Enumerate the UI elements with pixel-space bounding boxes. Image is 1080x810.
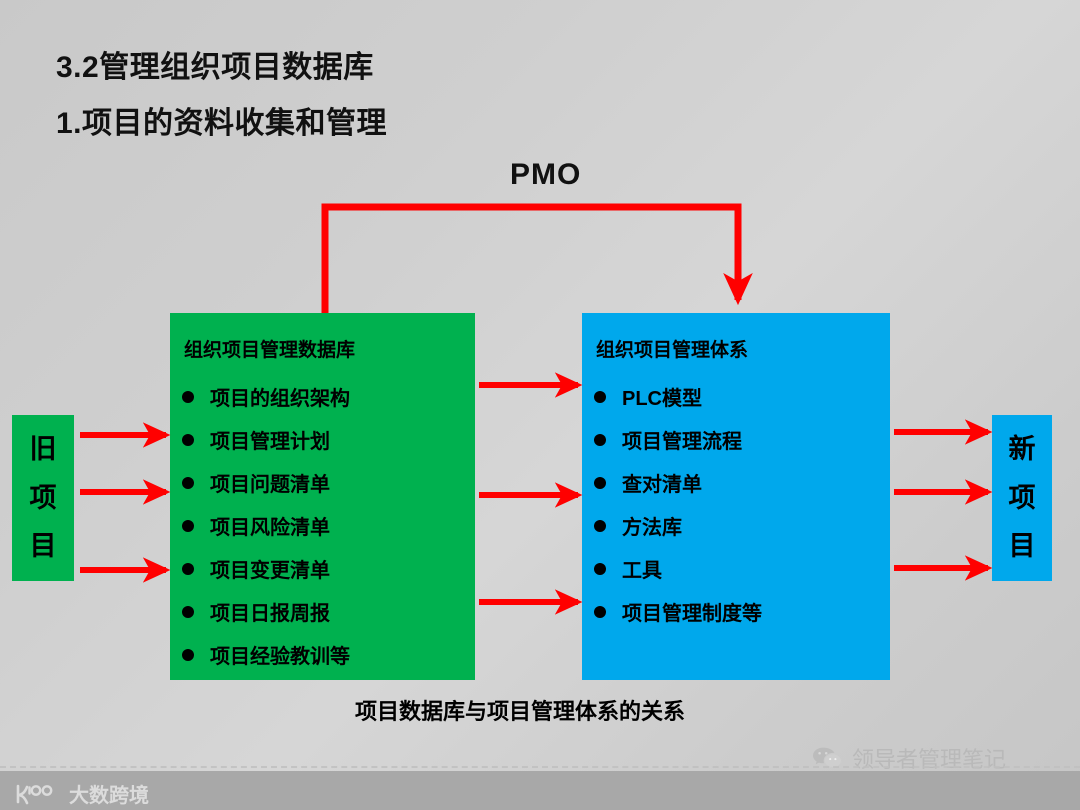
list-item-label: 方法库 xyxy=(622,517,682,539)
list-item-label: 工具 xyxy=(622,560,662,582)
k100-logo-icon xyxy=(16,784,53,804)
list-item: 工具 xyxy=(594,547,762,590)
bullet-dot-icon xyxy=(594,433,606,446)
list-item: 查对清单 xyxy=(594,461,762,504)
old-to-database-arrows xyxy=(80,422,171,583)
page-title-primary: 3.2管理组织项目数据库 xyxy=(56,51,374,84)
list-item: 方法库 xyxy=(594,504,762,547)
list-item-label: 项目变更清单 xyxy=(210,560,330,582)
bullet-dot-icon xyxy=(182,648,194,661)
list-item-label: 项目风险清单 xyxy=(210,517,330,539)
list-item: 项目变更清单 xyxy=(182,547,350,590)
new-project-box: 新 项 目 xyxy=(992,415,1052,581)
project-database-list: 项目的组织架构 项目管理计划 项目问题清单 项目风险清单 项目变更清单 项目日报… xyxy=(182,375,350,676)
database-to-system-arrows xyxy=(479,372,583,615)
list-item: 项目问题清单 xyxy=(182,461,350,504)
list-item: 项目日报周报 xyxy=(182,590,350,633)
project-management-system-heading: 组织项目管理体系 xyxy=(596,340,749,361)
project-management-system-box: 组织项目管理体系 PLC模型 项目管理流程 查对清单 方法库 工具 xyxy=(582,313,890,680)
list-item: 项目管理计划 xyxy=(182,418,350,461)
list-item: 项目风险清单 xyxy=(182,504,350,547)
bullet-dot-icon xyxy=(182,562,194,575)
list-item: 项目管理制度等 xyxy=(594,590,762,633)
list-item-label: 项目经验教训等 xyxy=(210,646,350,668)
system-to-new-arrows xyxy=(894,419,993,581)
pmo-label: PMO xyxy=(510,158,582,191)
bullet-dot-icon xyxy=(182,433,194,446)
list-item-label: 查对清单 xyxy=(622,474,702,496)
bullet-dot-icon xyxy=(182,605,194,618)
list-item-label: 项目管理计划 xyxy=(210,431,330,453)
bullet-dot-icon xyxy=(182,519,194,532)
new-project-label: 新 项 目 xyxy=(992,415,1052,581)
new-project-char-1: 新 xyxy=(1008,434,1036,465)
list-item-label: 项目的组织架构 xyxy=(210,388,350,410)
diagram-caption: 项目数据库与项目管理体系的关系 xyxy=(355,699,686,724)
list-item: 项目经验教训等 xyxy=(182,633,350,676)
bullet-dot-icon xyxy=(594,605,606,618)
list-item-label: 项目管理流程 xyxy=(622,431,742,453)
old-project-label: 旧 项 目 xyxy=(12,415,74,581)
wechat-account-name: 领导者管理笔记 xyxy=(852,747,1007,772)
project-management-system-list: PLC模型 项目管理流程 查对清单 方法库 工具 项目管理制度等 xyxy=(594,375,762,633)
new-project-char-3: 目 xyxy=(1008,530,1036,561)
new-project-char-2: 项 xyxy=(1008,482,1036,513)
project-database-heading: 组织项目管理数据库 xyxy=(184,340,356,361)
list-item-label: 项目问题清单 xyxy=(210,474,330,496)
page-title-secondary: 1.项目的资料收集和管理 xyxy=(56,107,388,140)
bullet-dot-icon xyxy=(182,476,194,489)
list-item: PLC模型 xyxy=(594,375,762,418)
pmo-bracket-connector xyxy=(321,203,753,313)
list-item-label: 项目管理制度等 xyxy=(622,603,762,625)
old-project-char-3: 目 xyxy=(29,530,57,561)
old-project-char-2: 项 xyxy=(29,482,57,513)
project-database-box: 组织项目管理数据库 项目的组织架构 项目管理计划 项目问题清单 项目风险清单 项… xyxy=(170,313,475,680)
list-item-label: 项目日报周报 xyxy=(210,603,330,625)
list-item: 项目的组织架构 xyxy=(182,375,350,418)
brand-logo: 大数跨境 xyxy=(14,779,149,808)
wechat-watermark: 领导者管理笔记 xyxy=(812,742,1006,774)
list-item: 项目管理流程 xyxy=(594,418,762,461)
old-project-char-1: 旧 xyxy=(29,434,57,465)
bullet-dot-icon xyxy=(594,476,606,489)
footer-divider xyxy=(0,766,1080,768)
old-project-box: 旧 项 目 xyxy=(12,415,74,581)
bullet-dot-icon xyxy=(594,519,606,532)
wechat-icon xyxy=(813,747,841,768)
bullet-dot-icon xyxy=(182,390,194,403)
bullet-dot-icon xyxy=(594,390,606,403)
bullet-dot-icon xyxy=(594,562,606,575)
brand-name: 大数跨境 xyxy=(69,785,149,807)
list-item-label: PLC模型 xyxy=(622,388,702,410)
footer-band xyxy=(0,771,1080,810)
